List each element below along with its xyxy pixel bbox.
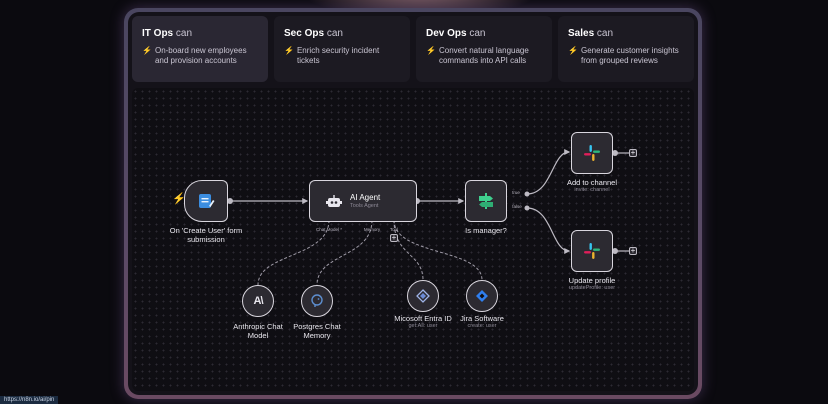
workflow-canvas[interactable]: ⚡ On 'Create User' form submission [132,88,694,391]
workflow-demo-panel: IT Ops can ⚡On-board new employees and p… [128,12,698,395]
add-next-node-button[interactable]: + [629,246,637,255]
jira-operation: create: user [467,323,497,329]
slack2-label: Update profile [568,276,616,285]
status-bar-url: https://n8n.io/ai/pin [0,396,59,404]
postgres-label: Postgres Chat Memory [293,322,341,340]
entra-operation: get:All: user [408,323,438,329]
use-case-tabs: IT Ops can ⚡On-board new employees and p… [132,16,694,82]
add-next-node-button[interactable]: + [629,148,637,157]
jira-icon [476,290,488,302]
tab-title: Sales can [568,28,614,39]
postgres-icon [311,294,323,307]
jira-label: Jira Software [460,314,504,323]
tab-it-ops[interactable]: IT Ops can ⚡On-board new employees and p… [132,16,268,82]
anthropic-icon: A\ [253,295,264,307]
port-chat-model: Chat Model * [315,227,343,232]
slack-icon [584,145,600,161]
lightning-icon: ⚡ [284,46,294,55]
tab-description: Enrich security incident tickets [296,46,380,65]
output-true-label: true [512,190,520,195]
edge-chat-model [257,219,330,286]
tab-title: IT Ops can [142,28,193,39]
switch-label: Is manager? [465,226,507,235]
agent-subtitle: Tools Agent [350,203,379,209]
slack-update-profile-node[interactable] [571,230,613,272]
entra-id-icon [416,289,430,303]
ai-agent-node[interactable]: AI Agent Tools Agent [309,180,417,222]
anthropic-label: Anthropic Chat Model [233,322,283,340]
form-trigger-node[interactable] [184,180,228,222]
is-manager-switch-node[interactable] [465,180,507,222]
add-tool-button[interactable]: + [390,233,398,242]
lightning-icon: ⚡ [568,46,578,55]
switch-signpost-icon [479,193,493,209]
edge-tool-jira [393,219,483,281]
form-icon [199,194,215,208]
slack2-operation: updateProfile: user [568,285,616,291]
edge-memory [316,219,373,286]
entra-id-node[interactable] [407,280,439,312]
edge-switch-true [526,149,571,195]
trigger-label: On 'Create User' form submission [169,226,243,244]
anthropic-chat-model-node[interactable]: A\ [242,285,274,317]
slack-icon [584,243,600,259]
tab-description: Convert natural language commands into A… [438,46,529,65]
entra-label: Micosoft Entra ID [394,314,452,323]
tab-description: Generate customer insights from grouped … [580,46,679,65]
slack1-label: Add to channel [566,178,618,187]
lightning-icon: ⚡ [426,46,436,55]
jira-node[interactable] [466,280,498,312]
agent-title: AI Agent [350,193,381,202]
output-false-label: false [512,204,522,209]
port-memory: Memory [363,227,381,232]
slack-add-to-channel-node[interactable] [571,132,613,174]
port-tool: Tool [389,227,399,232]
postgres-memory-node[interactable] [301,285,333,317]
trigger-lightning-icon: ⚡ [172,193,186,205]
edge-switch-false [526,207,571,254]
edge-tool-entra [393,219,424,281]
workflow-demo-frame: IT Ops can ⚡On-board new employees and p… [124,8,702,399]
tab-sec-ops[interactable]: Sec Ops can ⚡Enrich security incident ti… [274,16,410,82]
lightning-icon: ⚡ [142,46,152,55]
tab-title: Sec Ops can [284,28,343,39]
robot-icon [326,195,342,207]
tab-sales[interactable]: Sales can ⚡Generate customer insights fr… [558,16,694,82]
tab-title: Dev Ops can [426,28,486,39]
tab-dev-ops[interactable]: Dev Ops can ⚡Convert natural language co… [416,16,552,82]
slack1-operation: invite: channel [574,187,610,193]
tab-description: On-board new employees and provision acc… [154,46,247,65]
